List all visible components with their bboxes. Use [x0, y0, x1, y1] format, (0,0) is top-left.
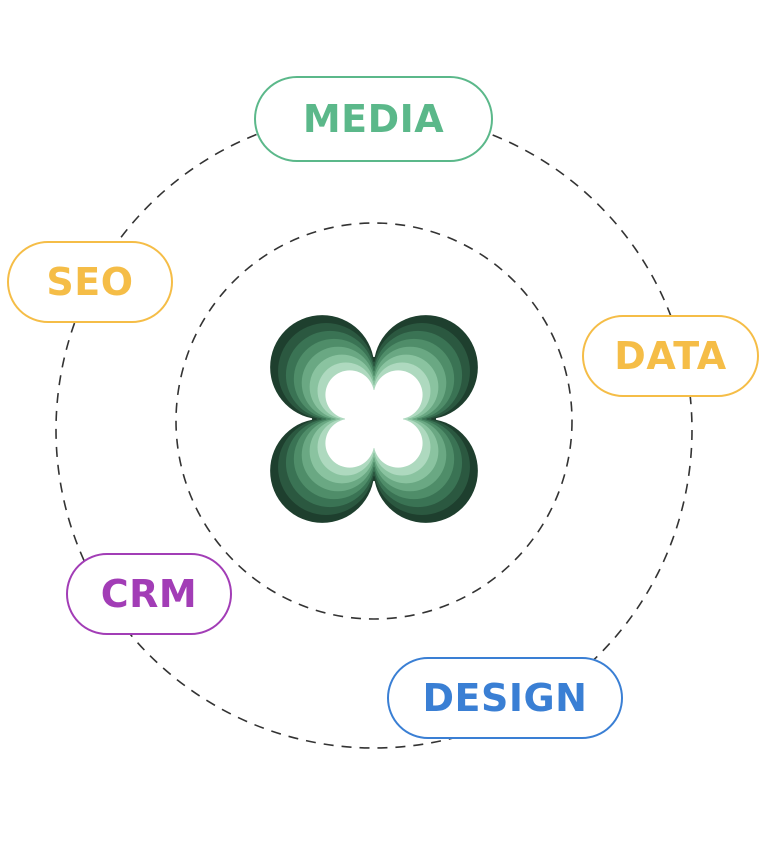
crm-label: CRM — [100, 572, 198, 616]
clover-x-logo — [270, 315, 478, 523]
data-pill: DATA — [582, 315, 759, 397]
media-label: MEDIA — [302, 97, 445, 141]
design-pill: DESIGN — [387, 657, 623, 739]
seo-pill: SEO — [7, 241, 173, 323]
design-label: DESIGN — [422, 676, 588, 720]
seo-label: SEO — [46, 260, 134, 304]
clover-layer — [325, 370, 423, 468]
inner-orbit — [175, 222, 573, 620]
media-pill: MEDIA — [254, 76, 493, 162]
data-label: DATA — [614, 334, 727, 378]
clover-body — [345, 390, 403, 448]
crm-pill: CRM — [66, 553, 232, 635]
